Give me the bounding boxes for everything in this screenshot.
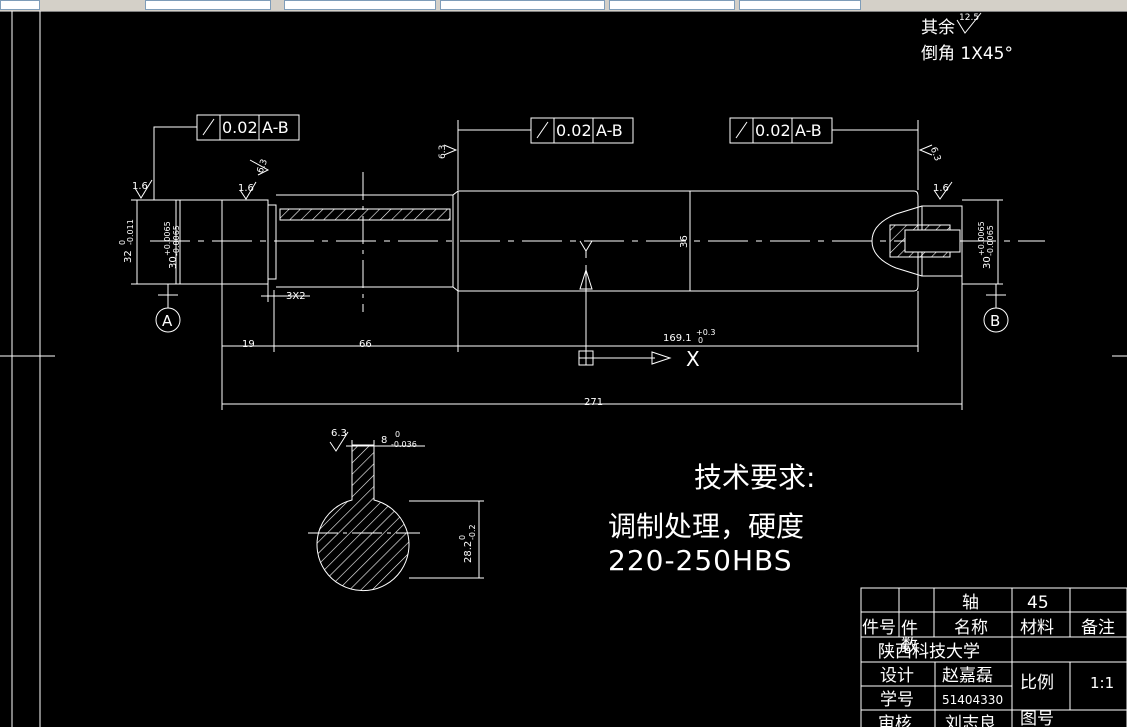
length-271: 271 bbox=[584, 397, 603, 408]
col-part-no: 件号 bbox=[862, 618, 896, 638]
length-169-tol-low: 0 bbox=[698, 336, 703, 345]
key-width-tol-low: -0.036 bbox=[391, 440, 417, 449]
key-width-tol-up: 0 bbox=[395, 430, 400, 439]
title-block bbox=[860, 587, 1127, 727]
material-value: 45 bbox=[1027, 593, 1049, 613]
student-no-label: 学号 bbox=[880, 690, 914, 710]
diameter-30-right: 30 bbox=[982, 256, 993, 269]
tolerance-value: 0.02 bbox=[556, 121, 592, 140]
length-169-tol-up: +0.3 bbox=[696, 328, 715, 337]
diameter-30-left-tol-up: +0.0065 bbox=[163, 221, 172, 256]
datum-a-label: A bbox=[162, 312, 173, 330]
tech-line-1: 调制处理，硬度 bbox=[608, 510, 804, 543]
student-no: 51404330 bbox=[942, 693, 1003, 707]
tolerance-frame-3: 0.02 A-B bbox=[729, 117, 918, 144]
tolerance-frame-2: 0.02 A-B bbox=[458, 117, 634, 144]
runout-icon bbox=[536, 121, 549, 139]
drawing-border bbox=[0, 11, 1127, 727]
roughness-symbol-icon bbox=[956, 12, 982, 34]
tolerance-datum: A-B bbox=[262, 118, 289, 137]
surface-note: 其余 12.5 倒角 1X45° bbox=[921, 12, 1013, 64]
axis-marker-x: X bbox=[686, 347, 700, 371]
tolerance-frame-1: 0.02 A-B bbox=[153, 114, 300, 200]
tech-line-2: 220-250HBS bbox=[608, 544, 793, 577]
diameter-30-right-tol-low: -0.0065 bbox=[986, 225, 995, 256]
roughness-symbol-icon bbox=[134, 179, 153, 199]
rest-roughness-label: 其余 bbox=[921, 18, 955, 38]
drawing-no-label: 图号 bbox=[1020, 709, 1054, 727]
roughness-value: 6.3 bbox=[928, 146, 942, 163]
section-roughness: 6.3 bbox=[331, 428, 347, 439]
section-depth-tol-up: 0 bbox=[458, 535, 467, 540]
toolbar-segment[interactable] bbox=[609, 0, 735, 10]
reviewer-name: 刘志良 bbox=[945, 714, 996, 727]
title-block-texts: 轴 45 件号 件数 名称 材料 备注 陕西科技大学 设计 赵嘉磊 比例 1:1… bbox=[862, 593, 1115, 727]
roughness-symbol-icon bbox=[443, 144, 458, 156]
toolbar-segment[interactable] bbox=[440, 0, 605, 10]
col-remark: 备注 bbox=[1081, 618, 1115, 638]
roughness-value: 1.6 bbox=[132, 181, 148, 192]
roughness-value: 1.6 bbox=[933, 183, 949, 194]
school-name: 陕西科技大学 bbox=[878, 642, 980, 662]
chamfer-note: 倒角 1X45° bbox=[921, 44, 1013, 64]
toolbar-segment[interactable] bbox=[0, 0, 40, 10]
runout-icon bbox=[735, 121, 748, 139]
diameter-32: 32 bbox=[123, 250, 134, 263]
scale-label: 比例 bbox=[1020, 673, 1054, 693]
designer-name: 赵嘉磊 bbox=[942, 666, 993, 686]
toolbar-segment[interactable] bbox=[145, 0, 271, 10]
length-66: 66 bbox=[359, 339, 372, 350]
part-name: 轴 bbox=[962, 593, 979, 613]
keyway-hatch bbox=[279, 208, 451, 221]
col-qty: 件数 bbox=[897, 619, 918, 653]
col-name: 名称 bbox=[954, 618, 988, 638]
key-width: 8 bbox=[381, 435, 387, 446]
toolbar-strip bbox=[0, 0, 1127, 12]
drawing-canvas[interactable]: 其余 12.5 倒角 1X45° 0.02 bbox=[0, 11, 1127, 727]
diameter-32-tol-low: -0.011 bbox=[126, 219, 135, 245]
runout-icon bbox=[202, 118, 215, 136]
roughness-value: 6.3 bbox=[438, 145, 448, 159]
roughness-symbol-icon bbox=[249, 159, 270, 176]
roughness-value: 6.3 bbox=[256, 158, 270, 175]
dimension-lines bbox=[131, 120, 1009, 410]
length-169: 169.1 bbox=[663, 333, 692, 344]
roughness-marks: 1.6 1.6 6.3 6.3 6.3 1.6 bbox=[132, 144, 953, 200]
roughness-symbol-icon bbox=[918, 144, 933, 156]
tolerance-datum: A-B bbox=[795, 121, 822, 140]
scale-value: 1:1 bbox=[1090, 674, 1114, 692]
roughness-symbol-icon bbox=[239, 181, 257, 200]
tech-heading: 技术要求: bbox=[694, 461, 815, 494]
dimension-texts: 32 0 -0.011 30 +0.0065 -0.0065 36 30 +0.… bbox=[118, 219, 1000, 408]
col-material: 材料 bbox=[1020, 618, 1054, 638]
technical-requirements: 技术要求: 调制处理，硬度 220-250HBS bbox=[608, 461, 815, 577]
key-section-view: 6.3 8 0 -0.036 28.2 0 -0.2 bbox=[308, 428, 484, 592]
toolbar-segment[interactable] bbox=[284, 0, 436, 10]
diameter-30-right-tol-up: +0.0065 bbox=[977, 221, 986, 256]
tolerance-value: 0.02 bbox=[755, 121, 791, 140]
tolerance-value: 0.02 bbox=[222, 118, 258, 137]
roughness-symbol-icon bbox=[329, 431, 349, 452]
tolerance-datum: A-B bbox=[596, 121, 623, 140]
diameter-30-left-tol-low: -0.0065 bbox=[172, 225, 181, 256]
review-label: 审核 bbox=[878, 714, 912, 727]
datum-b-label: B bbox=[990, 312, 1000, 330]
diameter-32-tol-up: 0 bbox=[118, 240, 127, 245]
design-label: 设计 bbox=[880, 666, 914, 686]
toolbar-segment[interactable] bbox=[739, 0, 861, 10]
roughness-value: 1.6 bbox=[238, 183, 254, 194]
rest-roughness-value: 12.5 bbox=[959, 13, 979, 23]
shaft-main-view bbox=[150, 172, 1045, 312]
roughness-symbol-icon bbox=[933, 181, 953, 200]
length-19: 19 bbox=[242, 339, 255, 350]
diameter-36: 36 bbox=[679, 235, 690, 248]
diameter-30-left: 30 bbox=[168, 256, 179, 269]
section-depth-tol-low: -0.2 bbox=[468, 524, 477, 540]
groove-label: 3X2 bbox=[286, 291, 306, 302]
section-depth: 28.2 bbox=[463, 541, 474, 563]
